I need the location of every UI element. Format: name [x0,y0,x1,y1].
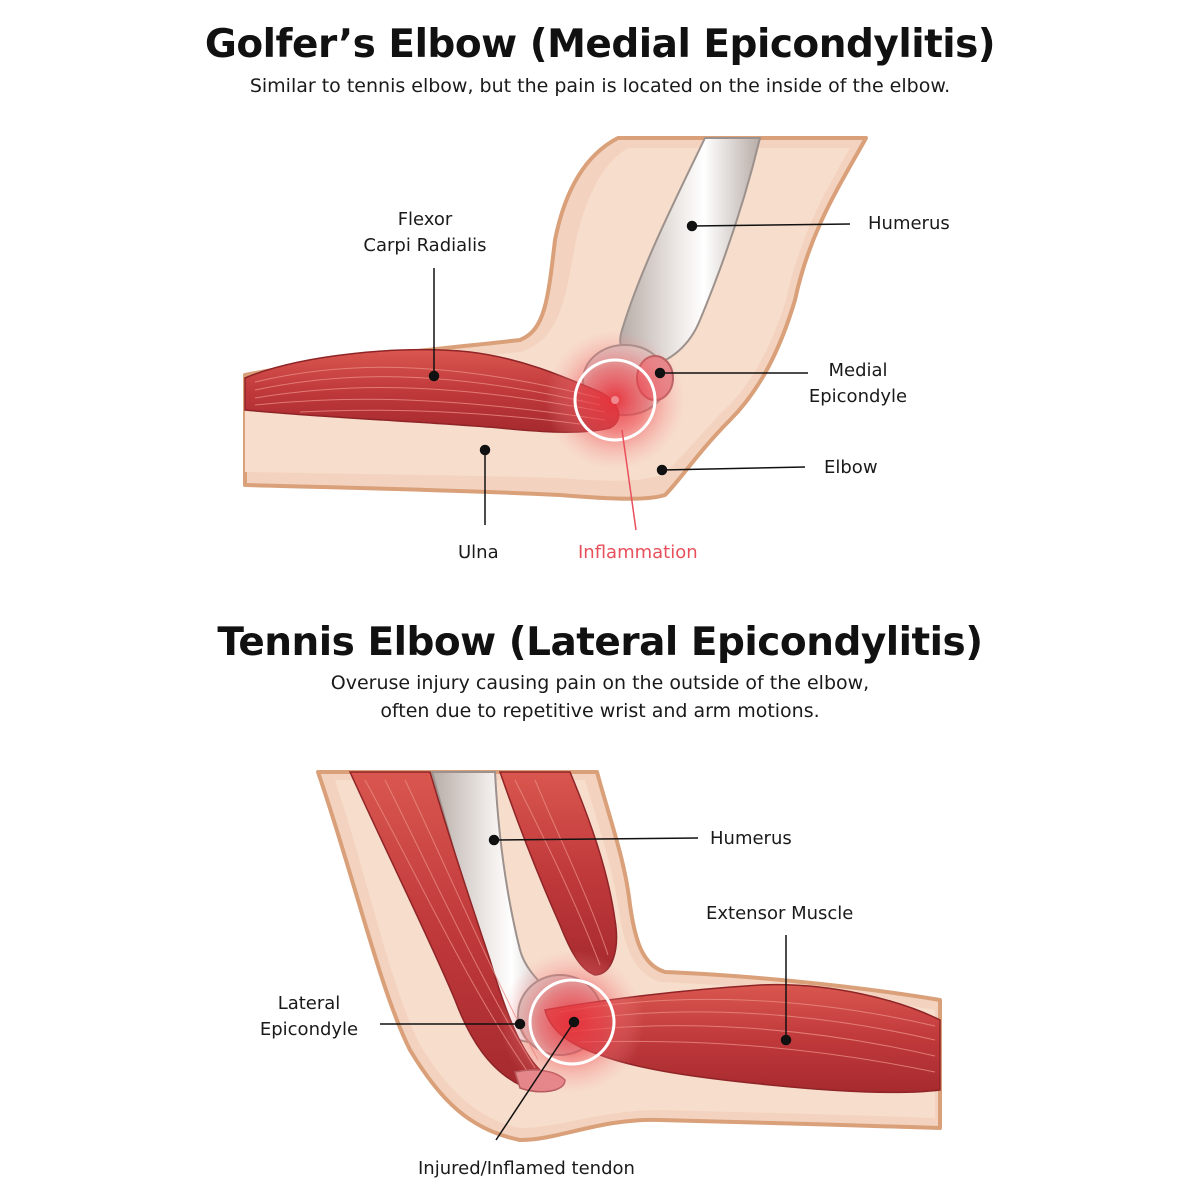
label-elbow: Elbow [824,457,878,478]
label-lateral-epicondyle: Lateral Epicondyle [259,993,359,1040]
label-inflammation: Inflammation [578,542,698,563]
label-flexor-carpi-radialis: Flexor Carpi Radialis [363,209,487,256]
label-humerus-top: Humerus [868,213,950,234]
tennis-elbow-title: Tennis Elbow (Lateral Epicondylitis) [217,620,983,665]
label-injured-tendon: Injured/Inflamed tendon [418,1158,635,1179]
tennis-elbow-subtitle-line1: Overuse injury causing pain on the outsi… [330,672,870,694]
label-ulna: Ulna [458,542,499,563]
golfers-leader-lines [428,220,851,531]
label-medial-epicondyle: Medial Epicondyle [808,360,908,407]
tennis-leader-lines [380,834,792,1141]
tennis-elbow-subtitle-line2: often due to repetitive wrist and arm mo… [380,700,820,722]
label-extensor-muscle: Extensor Muscle [706,903,854,924]
golfers-elbow-subtitle: Similar to tennis elbow, but the pain is… [249,75,951,97]
golfers-elbow-title: Golfer’s Elbow (Medial Epicondylitis) [204,22,996,67]
label-humerus-bottom: Humerus [710,828,792,849]
golfers-inflammation-marker [545,330,685,470]
